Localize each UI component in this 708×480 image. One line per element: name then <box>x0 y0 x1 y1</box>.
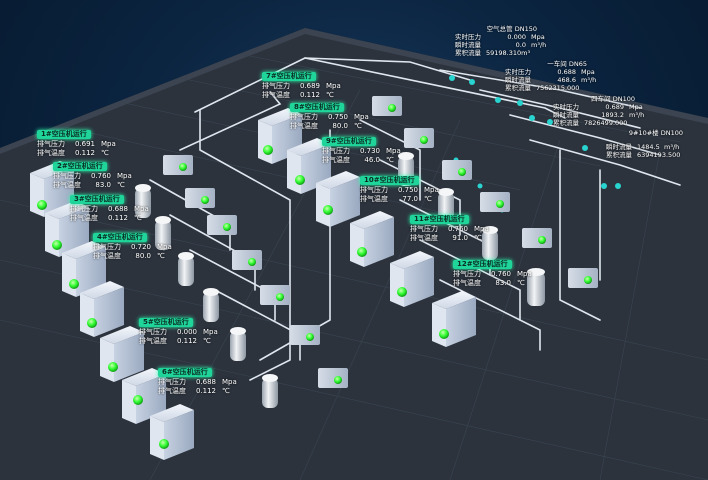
compressor-status-label: 11#空压机运行 <box>410 215 469 224</box>
compressor-status-label: 8#空压机运行 <box>290 103 344 112</box>
compressor-status-label: 12#空压机运行 <box>453 260 512 269</box>
compressor-status-label: 6#空压机运行 <box>158 368 212 377</box>
compressor-status-label: 7#空压机运行 <box>262 72 316 81</box>
compressor-status-label: 2#空压机运行 <box>53 162 107 171</box>
compressor-status-label: 10#空压机运行 <box>360 176 419 185</box>
compressor-status-label: 3#空压机运行 <box>70 195 124 204</box>
compressor-status-label: 5#空压机运行 <box>139 318 193 327</box>
flowmeter-title: 一车间 DN65 <box>547 60 587 68</box>
compressor-status-label: 1#空压机运行 <box>37 130 91 139</box>
status-led-group <box>37 145 449 449</box>
flowmeter-title: 9#10#楼 DN100 <box>628 129 683 137</box>
compressor-status-label: 4#空压机运行 <box>93 233 147 242</box>
flowmeter-title: 空气总管 DN150 <box>486 25 537 33</box>
compressor-status-label: 9#空压机运行 <box>322 137 376 146</box>
flowmeter-title: 四车间 DN100 <box>591 95 635 103</box>
